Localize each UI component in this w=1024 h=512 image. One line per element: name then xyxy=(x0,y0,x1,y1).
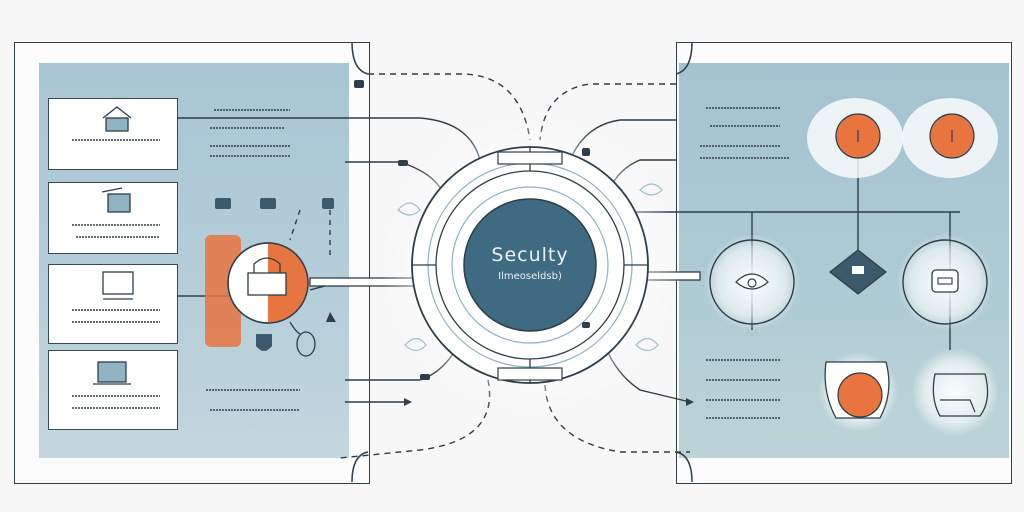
monitor-node-icon xyxy=(897,234,993,330)
left-card-text-lines xyxy=(72,139,160,409)
eye-icons xyxy=(807,98,998,178)
laptop-icon xyxy=(93,361,131,385)
monitor-icon xyxy=(102,271,134,300)
hub-subtitle: Ilmeoseldsb) xyxy=(498,271,562,282)
security-hub xyxy=(380,115,680,415)
left-small-icons xyxy=(215,198,334,209)
key-icon xyxy=(704,234,800,330)
diamond-icon xyxy=(829,249,887,295)
mailbox-icon xyxy=(101,187,131,213)
left-text-lines xyxy=(206,109,300,411)
connector-nodes xyxy=(354,80,590,380)
house-icon xyxy=(102,106,132,132)
orange-node-icon xyxy=(818,352,898,432)
outline-node-icon xyxy=(911,348,999,436)
leaf-decorations xyxy=(397,183,663,352)
mouse-icon xyxy=(289,321,316,357)
right-text-lines xyxy=(700,107,790,419)
panel-notches xyxy=(351,41,693,483)
hub-title: Seculty xyxy=(491,244,569,266)
arrow-heads xyxy=(326,312,694,406)
shield-icon xyxy=(256,334,272,351)
lock-icon xyxy=(205,235,309,347)
